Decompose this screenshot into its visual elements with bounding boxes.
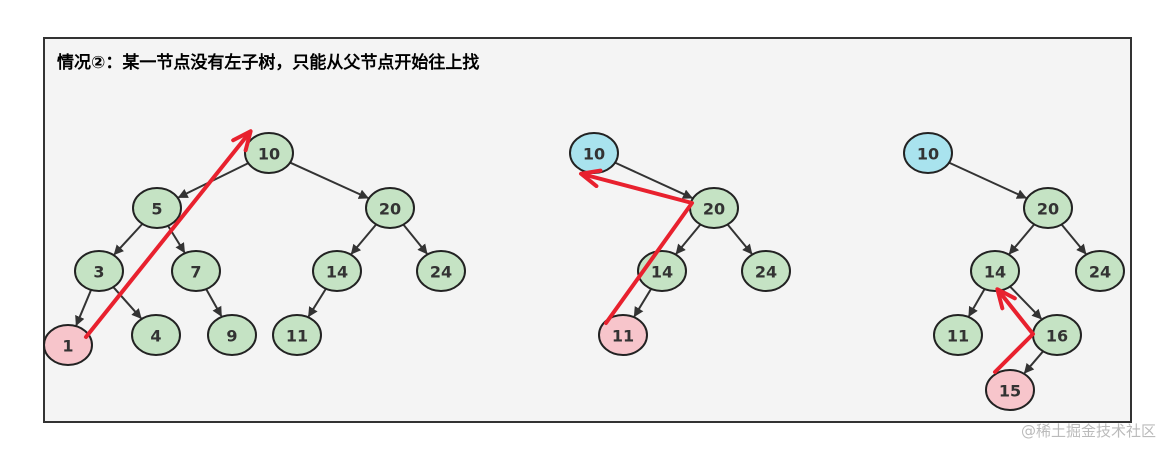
node-24: 24 — [741, 250, 791, 292]
node-ellipse — [171, 250, 221, 292]
edge-n20-n24 — [1060, 223, 1087, 255]
edge-n20-n24 — [726, 223, 753, 255]
node-label: 15 — [999, 382, 1021, 401]
node-14: 14 — [312, 250, 362, 292]
node-11: 11 — [272, 314, 322, 356]
diagram-title: 情况②：某一节点没有左子树，只能从父节点开始往上找 — [57, 52, 479, 73]
node-label: 16 — [1046, 327, 1068, 346]
node-14: 14 — [970, 250, 1020, 292]
node-11: 11 — [598, 314, 648, 356]
node-label: 24 — [755, 263, 777, 282]
node-ellipse — [207, 314, 257, 356]
node-ellipse — [312, 250, 362, 292]
node-ellipse — [985, 369, 1035, 411]
node-ellipse — [131, 314, 181, 356]
edge-n7-n9 — [205, 288, 223, 317]
node-label: 14 — [984, 263, 1006, 282]
node-ellipse — [933, 314, 983, 356]
node-label: 20 — [379, 200, 401, 219]
node-label: 9 — [226, 327, 237, 346]
node-20: 20 — [689, 187, 739, 229]
node-label: 10 — [258, 145, 280, 164]
node-ellipse — [132, 187, 182, 229]
edge-n20-n14 — [675, 223, 702, 255]
edge-n20-n14 — [350, 223, 377, 255]
edge-n3-n1 — [75, 289, 93, 327]
node-label: 3 — [93, 263, 104, 282]
edge-n14-n11 — [633, 288, 652, 318]
diagram-frame — [43, 37, 1132, 423]
node-ellipse — [244, 132, 294, 174]
node-ellipse — [970, 250, 1020, 292]
search-path-arrow — [579, 168, 694, 325]
node-ellipse — [365, 187, 415, 229]
node-ellipse — [903, 132, 953, 174]
node-ellipse — [1075, 250, 1125, 292]
node-10: 10 — [569, 132, 619, 174]
edge-n14-n11 — [968, 288, 986, 317]
node-3: 3 — [74, 250, 124, 292]
node-24: 24 — [416, 250, 466, 292]
node-20: 20 — [365, 187, 415, 229]
search-path-arrow — [993, 287, 1035, 374]
node-label: 11 — [947, 327, 969, 346]
node-4: 4 — [131, 314, 181, 356]
edge-n20-n24 — [402, 223, 428, 255]
edge-n3-n4 — [112, 286, 142, 319]
node-label: 11 — [286, 327, 308, 346]
node-label: 7 — [190, 263, 201, 282]
edge-n10-n20 — [948, 161, 1027, 199]
node-label: 1 — [62, 337, 73, 356]
node-label: 20 — [1037, 200, 1059, 219]
node-label: 4 — [150, 327, 161, 346]
node-24: 24 — [1075, 250, 1125, 292]
node-1: 1 — [43, 324, 93, 366]
node-ellipse — [416, 250, 466, 292]
node-label: 24 — [1089, 263, 1111, 282]
edge-n20-n14 — [1008, 223, 1035, 255]
node-11: 11 — [933, 314, 983, 356]
node-ellipse — [43, 324, 93, 366]
node-label: 14 — [651, 263, 673, 282]
node-label: 10 — [917, 145, 939, 164]
node-ellipse — [1023, 187, 1073, 229]
node-10: 10 — [903, 132, 953, 174]
node-9: 9 — [207, 314, 257, 356]
diagram-3: 10 20 14 24 11 16 15 — [903, 132, 1125, 411]
node-ellipse — [74, 250, 124, 292]
node-7: 7 — [171, 250, 221, 292]
node-label: 14 — [326, 263, 348, 282]
watermark: @稀土掘金技术社区 — [1021, 422, 1156, 440]
node-20: 20 — [1023, 187, 1073, 229]
node-15: 15 — [985, 369, 1035, 411]
node-label: 11 — [612, 327, 634, 346]
edge-n14-n11 — [307, 288, 327, 318]
diagram-2: 10 20 14 24 11 — [569, 132, 791, 356]
search-path-arrow — [84, 129, 253, 339]
node-label: 5 — [151, 200, 162, 219]
node-ellipse — [741, 250, 791, 292]
node-label: 20 — [703, 200, 725, 219]
edge-n10-n20 — [614, 161, 693, 199]
node-5: 5 — [132, 187, 182, 229]
edge-n5-n3 — [113, 223, 144, 256]
node-16: 16 — [1032, 314, 1082, 356]
node-label: 10 — [583, 145, 605, 164]
node-ellipse — [272, 314, 322, 356]
node-label: 24 — [430, 263, 452, 282]
edge-n16-n15 — [1023, 350, 1044, 374]
edge-n10-n20 — [289, 161, 369, 199]
node-10: 10 — [244, 132, 294, 174]
node-ellipse — [598, 314, 648, 356]
